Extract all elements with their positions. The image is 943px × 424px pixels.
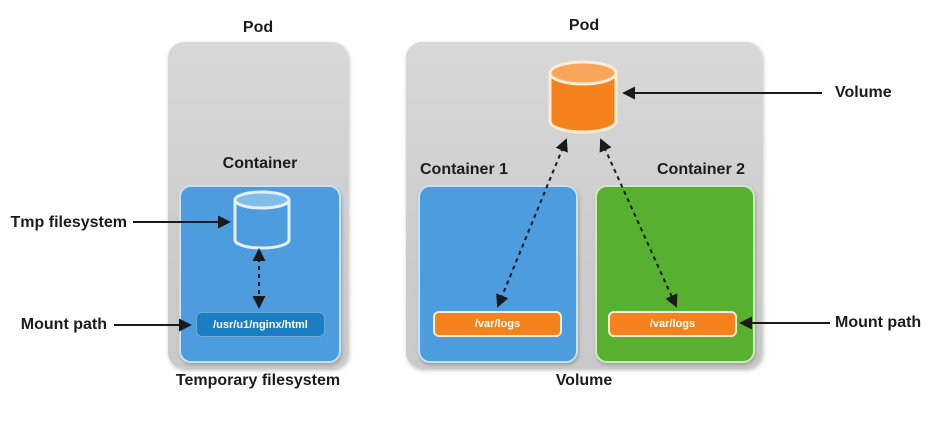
left-pod-title: Pod — [242, 19, 274, 36]
volume-annotation: Volume — [835, 84, 892, 101]
container2-mount-path-value: /var/logs — [649, 318, 696, 330]
right-mount-path-annotation: Mount path — [835, 314, 922, 331]
tmp-filesystem-annotation: Tmp filesystem — [10, 214, 127, 231]
container2-title: Container 2 — [657, 161, 746, 178]
left-mount-path-annotation: Mount path — [20, 316, 107, 333]
container1-mount-path-badge: /var/logs — [433, 311, 562, 337]
left-mount-path-value: /usr/u1/nginx/html — [213, 318, 308, 331]
container1-title: Container 1 — [420, 161, 509, 178]
right-pod-title: Pod — [568, 17, 600, 34]
container1-mount-path-value: /var/logs — [474, 318, 521, 330]
right-caption: Volume — [555, 372, 613, 389]
left-caption: Temporary filesystem — [175, 372, 341, 389]
container2-mount-path-badge: /var/logs — [608, 311, 737, 337]
left-container-title: Container — [222, 155, 298, 172]
left-mount-path-badge: /usr/u1/nginx/html — [196, 312, 325, 337]
